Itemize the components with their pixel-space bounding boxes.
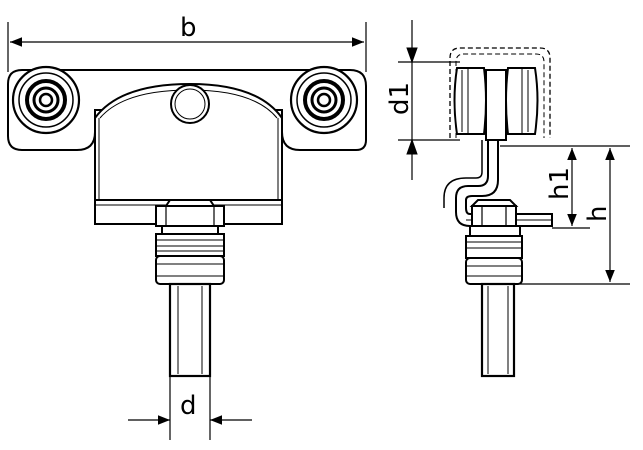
side-hex-nut (469, 199, 519, 227)
side-view (398, 20, 630, 378)
rail-dashed-inner (455, 53, 545, 138)
left-wheel (11, 65, 81, 135)
side-threaded-rod (465, 225, 523, 285)
dim-label-d: d (180, 391, 197, 421)
dim-d1-arrow-bottom (406, 138, 418, 155)
side-axle (485, 69, 507, 141)
center-hole-inner (174, 88, 206, 120)
threaded-rod-upper (155, 225, 225, 285)
trolley-frame (7, 69, 367, 151)
side-rod (480, 282, 516, 378)
dim-d1-arrow-top (406, 47, 418, 64)
side-bracket-outer (443, 140, 483, 208)
side-bracket (455, 139, 553, 227)
top-hex-nut (155, 199, 225, 227)
dim-label-h: h (583, 206, 613, 222)
dim-label-h1: h1 (545, 167, 575, 200)
right-wheel (289, 65, 359, 135)
center-hole (170, 84, 210, 124)
side-wheel-right (505, 67, 539, 135)
rod (168, 282, 212, 378)
rail-dashed-outline (449, 47, 551, 138)
dim-label-d1: d1 (385, 82, 415, 115)
dim-label-b: b (180, 13, 197, 43)
bracket-housing (94, 82, 283, 201)
side-wheel-left (453, 67, 487, 135)
front-view (7, 22, 367, 440)
